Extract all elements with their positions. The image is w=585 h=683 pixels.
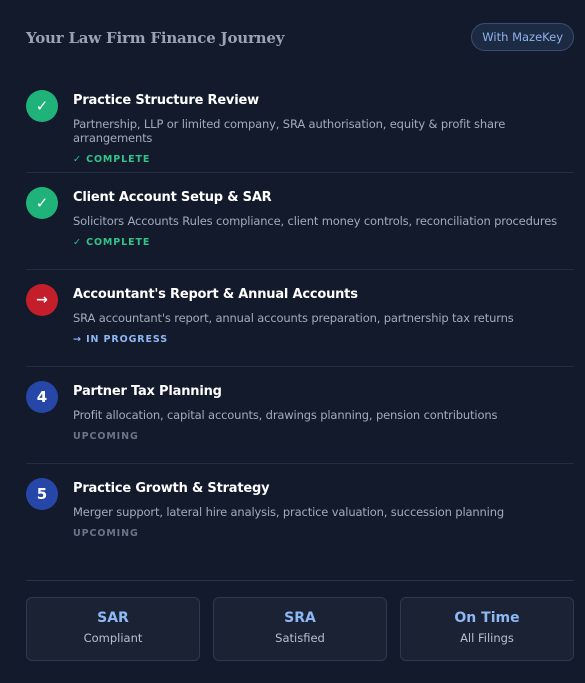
summary-card-sra: SRA Satisfied [213, 597, 387, 661]
step-description: Merger support, lateral hire analysis, p… [73, 505, 504, 519]
step-item: → Accountant's Report & Annual Accounts … [26, 270, 574, 367]
check-icon: ✓ [26, 187, 58, 219]
step-item: ✓ Practice Structure Review Partnership,… [26, 76, 574, 173]
step-description: SRA accountant's report, annual accounts… [73, 311, 514, 325]
card-label: Satisfied [275, 631, 325, 645]
step-title: Client Account Setup & SAR [73, 190, 272, 205]
step-title: Partner Tax Planning [73, 384, 222, 399]
summary-cards: SAR Compliant SRA Satisfied On Time All … [26, 597, 574, 661]
step-status: → IN PROGRESS [73, 334, 168, 345]
card-label: Compliant [83, 631, 143, 645]
step-description: Partnership, LLP or limited company, SRA… [73, 117, 506, 145]
step-number: 5 [26, 478, 58, 510]
step-status: ✓ COMPLETE [73, 154, 151, 165]
step-status: ✓ COMPLETE [73, 237, 151, 248]
step-number: 4 [26, 381, 58, 413]
step-title: Accountant's Report & Annual Accounts [73, 287, 358, 302]
step-title: Practice Structure Review [73, 93, 259, 108]
arrow-right-icon: → [26, 284, 58, 316]
step-item: ✓ Client Account Setup & SAR Solicitors … [26, 173, 574, 270]
page-title: Your Law Firm Finance Journey [26, 28, 285, 47]
step-description: Solicitors Accounts Rules compliance, cl… [73, 214, 557, 228]
summary-card-sar: SAR Compliant [26, 597, 200, 661]
header: Your Law Firm Finance Journey With MazeK… [26, 23, 574, 51]
step-status: UPCOMING [73, 528, 139, 539]
step-status: UPCOMING [73, 431, 139, 442]
journey-steps: ✓ Practice Structure Review Partnership,… [26, 76, 574, 561]
card-value: On Time [454, 610, 520, 626]
mazekey-badge[interactable]: With MazeKey [471, 23, 574, 51]
step-item: 5 Practice Growth & Strategy Merger supp… [26, 464, 574, 561]
step-item: 4 Partner Tax Planning Profit allocation… [26, 367, 574, 464]
divider [26, 580, 574, 581]
step-title: Practice Growth & Strategy [73, 481, 270, 496]
card-value: SRA [284, 610, 316, 626]
summary-card-on-time: On Time All Filings [400, 597, 574, 661]
step-description: Profit allocation, capital accounts, dra… [73, 408, 498, 422]
check-icon: ✓ [26, 90, 58, 122]
card-value: SAR [97, 610, 129, 626]
card-label: All Filings [460, 631, 514, 645]
